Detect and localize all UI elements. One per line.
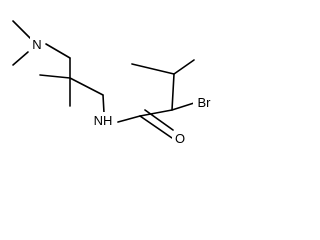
atom-label-nh: NH <box>94 113 113 128</box>
atom-label-br: Br <box>198 95 212 110</box>
bond-carbonyl-double-a <box>139 115 173 139</box>
bond-isopropyl-methyl-left <box>131 63 175 75</box>
chemical-structure: N NH O Br <box>12 20 215 147</box>
bond-quatc-ch2 <box>69 77 104 96</box>
bond-isopropyl-methyl-right <box>173 59 195 75</box>
bond-quatc-methyl-left <box>39 74 71 79</box>
bond-carbonyl-alpha <box>139 109 173 117</box>
bond-skeleton <box>12 20 195 139</box>
atom-nh-amide: NH <box>89 112 117 128</box>
atom-n-amine: N <box>30 37 44 52</box>
atom-label-n: N <box>32 37 41 52</box>
bond-ch2-nh <box>102 94 105 114</box>
bond-nmethyl-top <box>12 20 31 39</box>
atom-br: Br <box>193 94 215 110</box>
bond-nmethyl-bottom <box>12 51 29 66</box>
bond-alpha-ch <box>171 73 175 111</box>
bond-alpha-br <box>171 102 195 111</box>
bond-n-ch2 <box>45 43 71 59</box>
bond-nh-carbonyl <box>117 115 141 123</box>
atom-label-o: O <box>175 131 185 146</box>
atom-o-carbonyl: O <box>172 131 187 147</box>
bond-carbonyl-double-b <box>144 109 174 131</box>
